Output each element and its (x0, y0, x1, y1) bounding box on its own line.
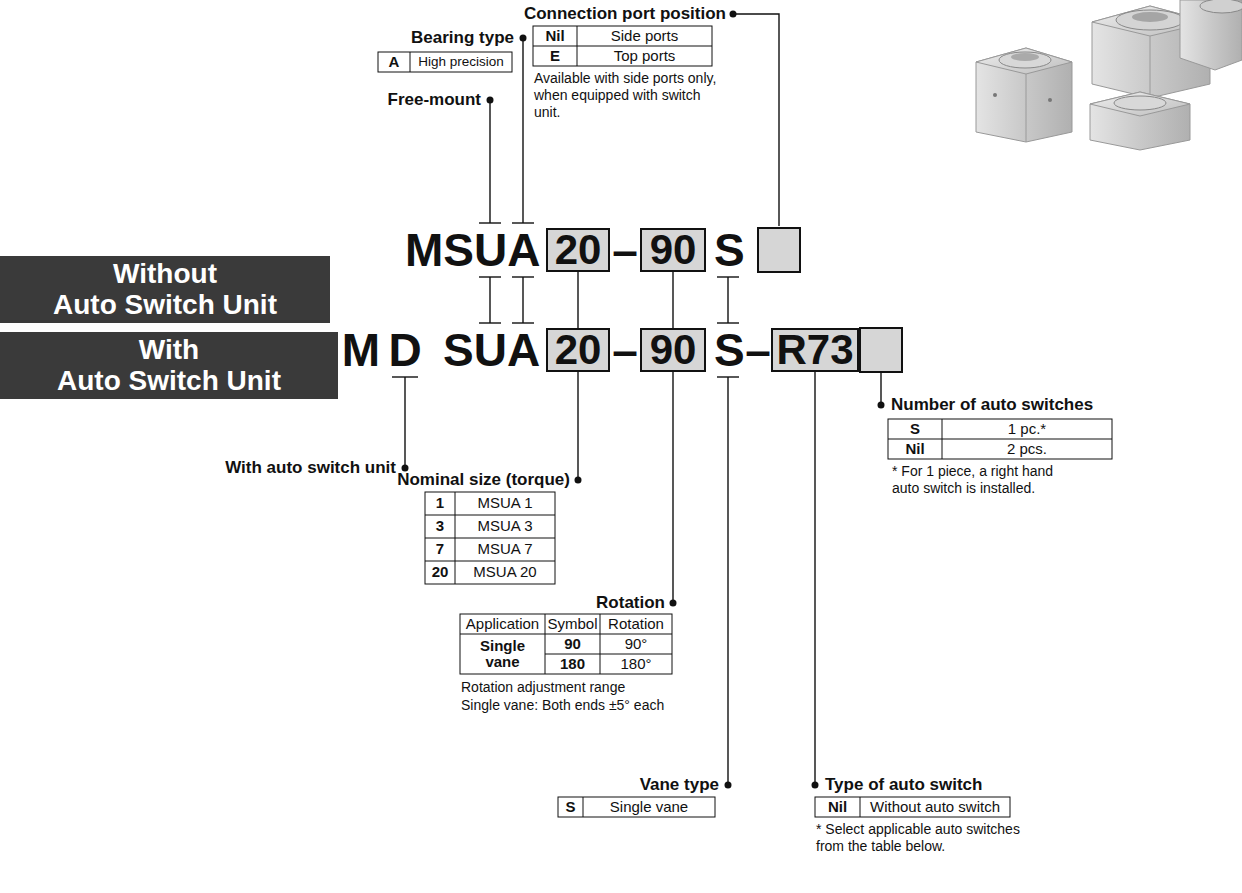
table-cell: MSUA 1 (455, 492, 555, 515)
banner-text: Without Auto Switch Unit (53, 259, 277, 319)
part-code-letter: M (340, 328, 382, 372)
table-code-cell: 7 (425, 538, 455, 561)
table-code-cell: 90 (545, 634, 600, 654)
part-code-letter: – (743, 328, 773, 372)
table-code-cell: 20 (425, 561, 455, 584)
part-code-letter: – (610, 228, 640, 272)
part-code-letter: D (388, 328, 422, 372)
table-code-cell: Nil (533, 26, 577, 46)
leader-lines (392, 14, 881, 785)
table-code-cell: 3 (425, 515, 455, 538)
code-text: 90 (650, 330, 697, 370)
code-box: 20 (546, 228, 610, 272)
table-code-cell: Single vane (460, 634, 545, 674)
leader-dots (402, 11, 885, 789)
code-box: R73 (771, 328, 859, 372)
table-cell: 180° (600, 654, 672, 674)
field-heading: Type of auto switch (825, 774, 982, 796)
table-cell: 1 pc.* (942, 419, 1112, 439)
field-heading: With auto switch unit (225, 457, 396, 479)
part-code-letter: – (610, 328, 640, 372)
table-cell: Without auto switch (860, 797, 1010, 817)
code-box: 90 (640, 328, 706, 372)
table-code-cell: S (558, 797, 583, 817)
title-banner: With Auto Switch Unit (0, 332, 338, 399)
table-cell: MSUA 7 (455, 538, 555, 561)
field-heading: Bearing type (411, 27, 514, 49)
field-heading: Free-mount (388, 89, 482, 111)
code-text: 20 (555, 330, 602, 370)
field-heading: Vane type (640, 774, 719, 796)
empty-code-box (758, 228, 800, 272)
note-text: * Select applicable auto switches from t… (816, 821, 1026, 855)
table-cell: MSUA 20 (455, 561, 555, 584)
table-code-cell: 1 (425, 492, 455, 515)
code-box: 90 (640, 228, 706, 272)
field-heading: Rotation (596, 592, 665, 614)
table-code-cell: Nil (815, 797, 860, 817)
title-banner: Without Auto Switch Unit (0, 256, 330, 323)
part-code-letter: S (714, 328, 742, 372)
table-cell: Rotation (600, 614, 672, 634)
table-cell: Top ports (577, 46, 712, 66)
part-code-letter: MSUA (405, 228, 540, 272)
table-code-cell: E (533, 46, 577, 66)
table-cell: Symbol (545, 614, 600, 634)
table-cell: High precision (410, 52, 512, 72)
part-code-letter: SUA (443, 328, 540, 372)
code-text: 90 (650, 230, 697, 270)
note-text: Single vane: Both ends ±5° each (461, 696, 664, 714)
empty-code-box (860, 328, 902, 372)
table-cell: Application (460, 614, 545, 634)
table-code-cell: S (888, 419, 942, 439)
code-text: R73 (776, 330, 853, 370)
table-code-cell: Nil (888, 439, 942, 459)
note-text: Rotation adjustment range (461, 678, 625, 696)
field-heading: Connection port position (524, 3, 726, 25)
field-heading: Number of auto switches (891, 394, 1093, 416)
field-heading: Nominal size (torque) (397, 469, 570, 491)
code-text: 20 (555, 230, 602, 270)
table-grid (378, 26, 1112, 817)
table-code-cell: 180 (545, 654, 600, 674)
table-cell: Side ports (577, 26, 712, 46)
part-code-letter: S (714, 228, 742, 272)
table-cell: 90° (600, 634, 672, 654)
banner-text: With Auto Switch Unit (57, 335, 281, 395)
table-cell: Single vane (583, 797, 715, 817)
code-box: 20 (546, 328, 610, 372)
note-text: Available with side ports only, when equ… (534, 70, 724, 121)
table-cell: 2 pcs. (942, 439, 1112, 459)
table-code-cell: A (378, 52, 410, 72)
note-text: * For 1 piece, a right hand auto switch … (892, 463, 1082, 497)
table-cell: MSUA 3 (455, 515, 555, 538)
product-photo (976, 0, 1242, 150)
